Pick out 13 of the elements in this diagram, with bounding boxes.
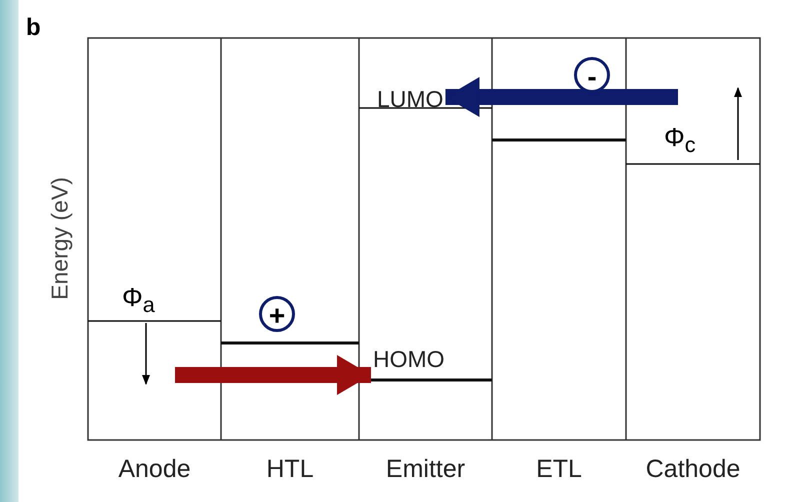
level-label: LUMO — [377, 86, 444, 112]
panel-letter: b — [26, 14, 41, 42]
layer-label: HTL — [265, 454, 315, 484]
work-function-label: Φ$_{a}$ — [122, 282, 155, 318]
layer-label: Anode — [117, 454, 192, 484]
arrow — [175, 355, 371, 395]
axis-label: Energy (eV) — [46, 176, 74, 302]
layer-label: ETL — [535, 454, 583, 484]
work-function-label: Φ$_{c}$ — [664, 122, 696, 158]
level-label: HOMO — [373, 346, 445, 372]
layer-label: Cathode — [644, 454, 742, 484]
arrow — [445, 77, 678, 117]
layer-label: Emitter — [384, 454, 466, 484]
